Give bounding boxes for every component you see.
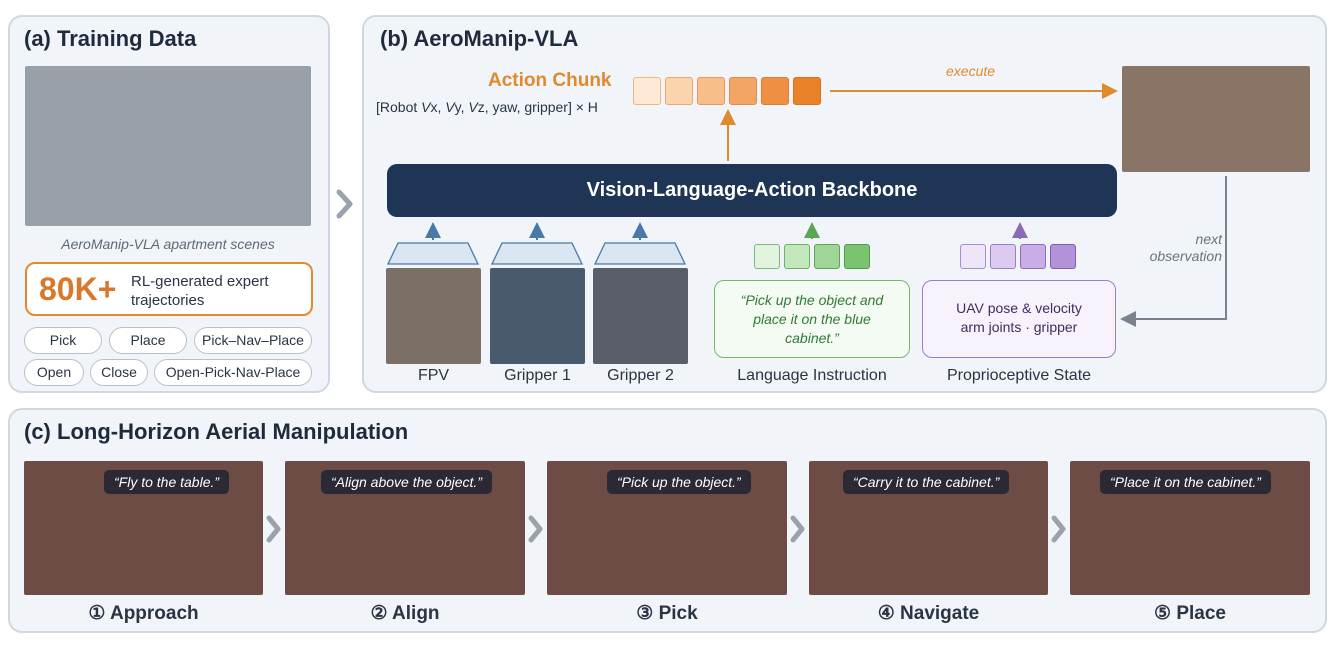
step-navigate-label: ④ Navigate [877, 603, 980, 624]
step-approach-caption: “Fly to the table.” [104, 470, 230, 494]
chevron-right-icon [528, 515, 543, 543]
task-pill-pick-nav-place: Pick–Nav–Place [194, 327, 312, 354]
chevron-right-icon [790, 515, 805, 543]
next-observation-line2: observation [1149, 248, 1222, 264]
gripper2-image [593, 268, 688, 364]
action-token [729, 77, 757, 105]
next-observation-arrow [1120, 176, 1227, 327]
chevron-right-icon [336, 189, 353, 219]
gripper2-label: Gripper 2 [607, 367, 674, 384]
language-instruction-text: “Pick up the object and place it on the … [715, 291, 909, 348]
proprioceptive-state-label: Proprioceptive State [946, 367, 1092, 384]
step-approach-image: “Fly to the table.” [24, 461, 263, 595]
next-observation-label: next observation [1122, 231, 1222, 265]
proprio-token [1050, 244, 1076, 269]
trajectory-count-text-line1: RL-generated expert [131, 273, 269, 290]
next-observation-line1: next [1195, 231, 1222, 247]
proprio-token [960, 244, 986, 269]
action-token [761, 77, 789, 105]
gripper2-encoder-trapezoid [593, 242, 687, 265]
trajectory-count-text: RL-generated expert trajectories [131, 272, 269, 310]
step-navigate-image: “Carry it to the cabinet.” [809, 461, 1048, 595]
proprio-token [990, 244, 1016, 269]
step-place-label: ⑤ Place [1154, 603, 1226, 624]
action-chunk-title: Action Chunk [488, 70, 612, 91]
task-pill-open-pick-nav-place: Open-Pick-Nav-Place [154, 359, 312, 386]
language-token [784, 244, 810, 269]
vla-backbone: Vision-Language-Action Backbone [387, 164, 1117, 217]
step-pick-image: “Pick up the object.” [547, 461, 787, 595]
action-token [665, 77, 693, 105]
action-token [633, 77, 661, 105]
language-instruction-box: “Pick up the object and place it on the … [714, 280, 910, 358]
step-place-caption: “Place it on the cabinet.” [1100, 470, 1271, 494]
language-instruction-label: Language Instruction [737, 367, 887, 384]
fpv-image [386, 268, 481, 364]
language-token [844, 244, 870, 269]
fpv-label: FPV [417, 367, 450, 384]
execution-result-image [1122, 66, 1310, 172]
proprio-token [1020, 244, 1046, 269]
proprio-line2: arm joints · gripper [960, 319, 1078, 335]
step-align-image: “Align above the object.” [285, 461, 525, 595]
gripper1-encoder-trapezoid [490, 242, 584, 265]
action-token [697, 77, 725, 105]
task-pill-open: Open [24, 359, 84, 386]
step-pick-label: ③ Pick [636, 603, 698, 624]
task-pill-pick: Pick [24, 327, 102, 354]
panel-c-title: (c) Long-Horizon Aerial Manipulation [24, 419, 409, 444]
proprio-line1: UAV pose & velocity [956, 300, 1082, 316]
task-pill-close: Close [90, 359, 148, 386]
trajectory-count-box: 80K+ RL-generated expert trajectories [25, 262, 313, 316]
step-approach-label: ① Approach [88, 603, 199, 624]
execute-label: execute [946, 63, 996, 79]
step-align-caption: “Align above the object.” [321, 470, 492, 494]
chevron-right-icon [266, 515, 281, 543]
action-chunk-description: [Robot Vx, Vy, Vz, yaw, gripper] × H [376, 99, 598, 115]
vla-backbone-label: Vision-Language-Action Backbone [586, 179, 918, 201]
trajectory-count-text-line2: trajectories [131, 292, 205, 309]
language-instruction: “Pick up the object and place it on the … [740, 292, 884, 346]
language-token [814, 244, 840, 269]
language-token [754, 244, 780, 269]
panel-a-title: (a) Training Data [24, 26, 197, 51]
action-token [793, 77, 821, 105]
trajectory-count-value: 80K+ [39, 271, 117, 307]
chevron-right-icon [1051, 515, 1066, 543]
gripper1-label: Gripper 1 [504, 367, 571, 384]
proprioceptive-state-box: UAV pose & velocity arm joints · gripper [922, 280, 1116, 358]
step-align-label: ② Align [370, 603, 440, 624]
task-pill-place: Place [109, 327, 187, 354]
gripper1-image [490, 268, 585, 364]
panel-b-title: (b) AeroManip-VLA [380, 26, 579, 51]
step-navigate-caption: “Carry it to the cabinet.” [843, 470, 1010, 494]
fpv-encoder-trapezoid [386, 242, 480, 265]
apartment-scenes-caption: AeroManip-VLA apartment scenes [61, 236, 275, 252]
step-place-image: “Place it on the cabinet.” [1070, 461, 1310, 595]
step-pick-caption: “Pick up the object.” [607, 470, 751, 494]
apartment-scenes-image [25, 66, 311, 226]
